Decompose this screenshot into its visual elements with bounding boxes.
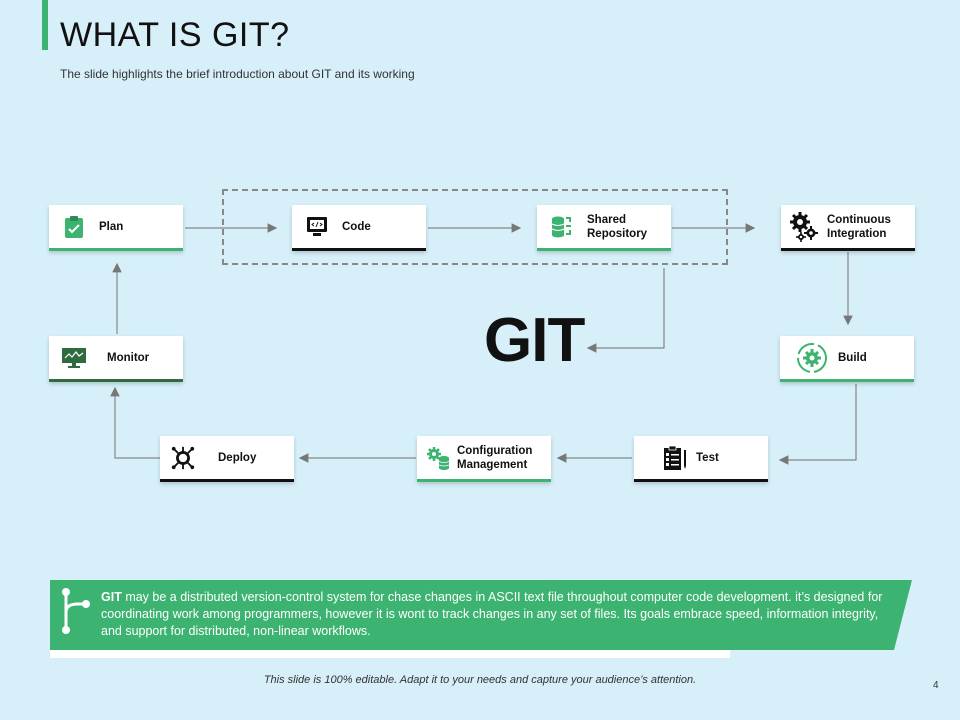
git-branch-icon — [58, 586, 94, 636]
arrow-repository-git — [586, 268, 665, 353]
node-continuous-integration: Continuous Integration — [781, 205, 915, 251]
node-configuration-management-label: Configuration Management — [457, 444, 533, 471]
node-configuration-management: Configuration Management — [417, 436, 551, 482]
node-test: Test — [634, 436, 768, 482]
banner-description: GIT may be a distributed version-control… — [101, 589, 891, 640]
node-monitor-label: Monitor — [107, 351, 150, 364]
banner-shadow — [50, 648, 730, 658]
title-accent-bar — [42, 0, 48, 50]
node-plan-label: Plan — [99, 220, 124, 233]
git-center-label: GIT — [484, 306, 585, 375]
node-shared-repository: Shared Repository — [537, 205, 671, 251]
node-deploy-label: Deploy — [218, 451, 257, 464]
gear-database-icon — [425, 445, 451, 471]
arrow-deploy-monitor — [110, 386, 160, 459]
node-build: Build — [780, 336, 914, 382]
node-test-label: Test — [696, 451, 719, 464]
repository-group-outline — [222, 189, 728, 265]
gear-cycle-icon — [796, 342, 828, 374]
node-shared-repository-label: Shared Repository — [587, 213, 648, 240]
page-number: 4 — [933, 680, 939, 691]
node-plan: Plan — [49, 205, 183, 251]
page-title: WHAT IS GIT? — [60, 16, 290, 54]
footer-note: This slide is 100% editable. Adapt it to… — [263, 674, 697, 686]
node-monitor: Monitor — [49, 336, 183, 382]
arrow-build-test — [778, 384, 857, 465]
banner-body: may be a distributed version-control sys… — [101, 590, 883, 638]
monitor-chart-icon — [61, 345, 87, 371]
node-code: Code — [292, 205, 426, 251]
page-subtitle: The slide highlights the brief introduct… — [60, 67, 415, 81]
database-icon — [549, 214, 575, 240]
node-deploy: Deploy — [160, 436, 294, 482]
banner-lead: GIT — [101, 590, 122, 604]
virus-network-icon — [170, 445, 196, 471]
checklist-icon — [662, 445, 688, 471]
gears-icon — [789, 211, 819, 243]
description-banner — [50, 580, 912, 650]
node-build-label: Build — [838, 351, 867, 364]
node-continuous-integration-label: Continuous Integration — [827, 213, 891, 240]
node-code-label: Code — [342, 220, 371, 233]
code-monitor-icon — [304, 214, 330, 240]
clipboard-check-icon — [61, 214, 87, 240]
